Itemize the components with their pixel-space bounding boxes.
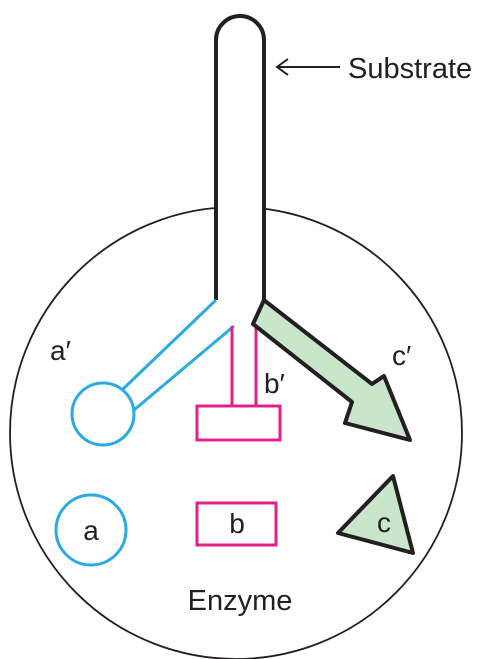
substrate-label: Substrate — [348, 53, 472, 85]
a-label: a — [83, 515, 99, 546]
a-prime-label: a′ — [50, 335, 71, 366]
c-prime-label: c′ — [392, 340, 411, 371]
substrate-stem — [216, 16, 264, 300]
enzyme-label: Enzyme — [188, 585, 293, 617]
substrate-group-a-prime-head — [72, 383, 134, 445]
c-label: c — [377, 507, 391, 538]
b-prime-label: b′ — [264, 368, 285, 399]
substrate-pointer-arrow — [277, 59, 340, 75]
b-label: b — [229, 508, 245, 539]
substrate-group-b-prime-head — [197, 406, 280, 440]
